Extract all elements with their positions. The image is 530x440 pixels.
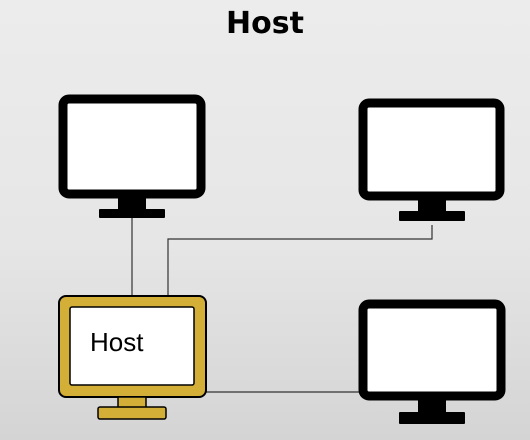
- monitor-neck: [118, 197, 146, 209]
- diagram-title: Host: [226, 6, 304, 41]
- monitor-screen: [358, 98, 505, 201]
- monitor-screen: [58, 94, 206, 199]
- connections: [131, 218, 433, 393]
- host-monitor-inner-screen: [69, 306, 195, 386]
- monitor-base: [399, 211, 465, 221]
- monitor-screen: [358, 299, 506, 401]
- connection-host-to-top-right: [167, 225, 433, 295]
- monitor-neck: [418, 199, 446, 211]
- computer-top-right: [358, 98, 505, 221]
- monitor-neck: [418, 399, 446, 412]
- computer-top-left: [58, 94, 206, 218]
- computer-host: [58, 295, 207, 420]
- monitor-base: [399, 412, 465, 424]
- computer-bottom-right: [358, 299, 506, 424]
- host-monitor-base: [97, 406, 167, 420]
- monitor-base: [99, 209, 165, 218]
- host-label: Host: [90, 327, 144, 357]
